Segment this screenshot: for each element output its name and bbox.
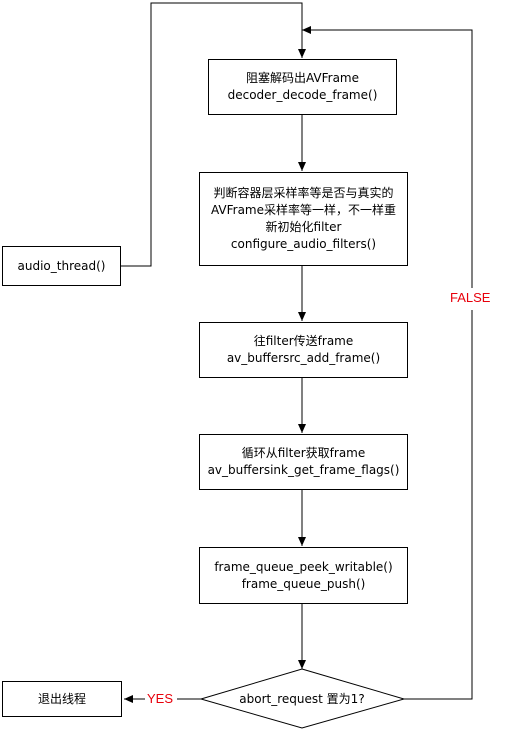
check-node-title: 判断容器层采样率等是否与真实的AVFrame采样率等一样，不一样重新初始化fil… (210, 186, 397, 234)
yes-label: YES (147, 691, 174, 706)
push-node: frame_queue_peek_writable() frame_queue_… (199, 547, 408, 604)
decision-label: abort_request 置为1? (239, 692, 365, 706)
push-node-line2: frame_queue_push() (241, 576, 366, 591)
edge-thread-to-decode (121, 2, 306, 267)
check-node-func: configure_audio_filters() (230, 237, 377, 251)
loop-node: 循环从filter获取frame av_buffersink_get_frame… (199, 434, 408, 490)
decode-node-title: 阻塞解码出AVFrame (245, 71, 360, 85)
loop-node-func: av_buffersink_get_frame_flags() (207, 463, 400, 477)
decode-node-func: decoder_decode_frame() (227, 88, 378, 102)
loop-node-title: 循环从filter获取frame (241, 446, 366, 460)
send-node-title: 往filter传送frame (253, 334, 354, 348)
exit-node: 退出线程 (2, 681, 122, 717)
edge-decision-false-up (404, 310, 473, 700)
audio-thread-node: audio_thread() (2, 246, 121, 286)
check-node: 判断容器层采样率等是否与真实的AVFrame采样率等一样，不一样重新初始化fil… (199, 172, 408, 266)
send-node: 往filter传送frame av_buffersrc_add_frame() (199, 322, 408, 378)
audio-thread-label: audio_thread() (17, 258, 106, 273)
decode-node: 阻塞解码出AVFrame decoder_decode_frame() (208, 59, 397, 115)
send-node-func: av_buffersrc_add_frame() (226, 351, 381, 365)
decision-diamond (199, 668, 406, 729)
edge-decision-false-top (302, 26, 473, 288)
push-node-line1: frame_queue_peek_writable() (214, 559, 393, 574)
exit-label: 退出线程 (37, 691, 86, 706)
false-label: FALSE (450, 290, 491, 305)
